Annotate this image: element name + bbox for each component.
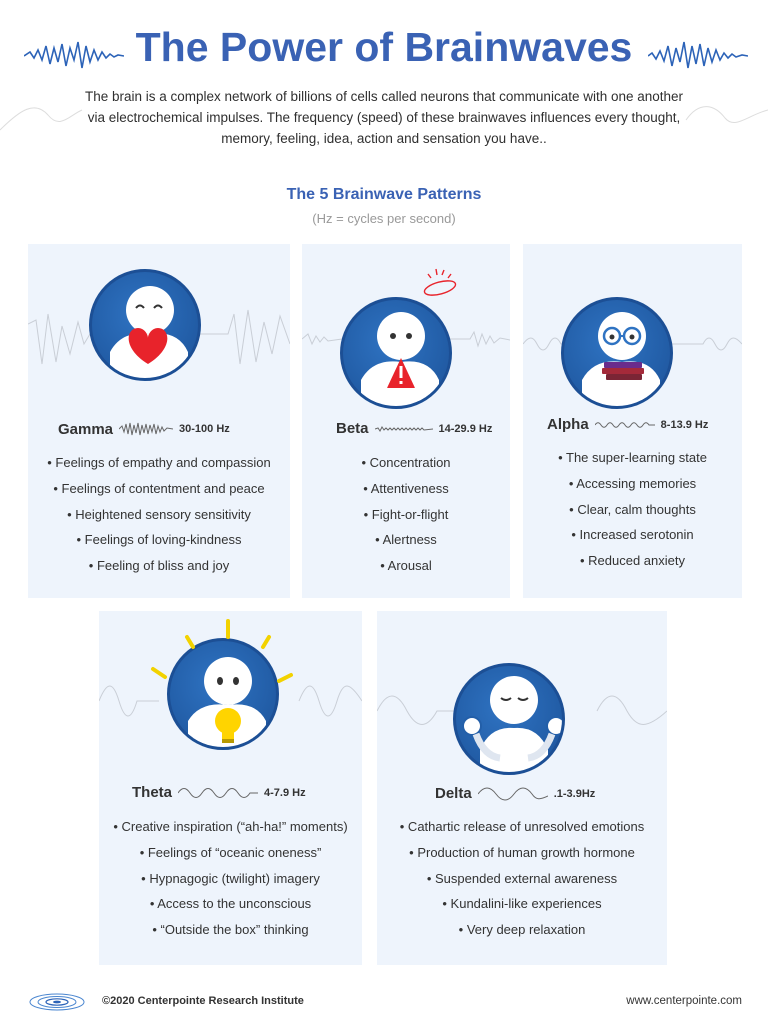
beta-avatar	[340, 297, 452, 409]
theta-frequency: 4-7.9 Hz	[264, 786, 306, 799]
delta-avatar	[453, 663, 565, 775]
list-item: • Production of human growth hormone	[409, 844, 635, 860]
books-glasses-icon	[602, 326, 644, 380]
alpha-bullet-list: • The super-learning state • Accessing m…	[523, 445, 742, 574]
list-item: • Hypnagogic (twilight) imagery	[141, 870, 320, 886]
gamma-name: Gamma	[58, 420, 114, 438]
light-rays-icon	[151, 619, 293, 683]
beta-name: Beta	[336, 420, 369, 437]
beta-header: Beta 14-29.9 Hz	[336, 420, 492, 437]
list-item: • “Outside the box” thinking	[152, 922, 309, 938]
website-link[interactable]: www.centerpointe.com	[626, 995, 742, 1007]
section-subtitle: (Hz = cycles per second)	[312, 211, 456, 226]
ripple-logo-icon	[29, 993, 85, 1011]
intro-paragraph: The brain is a complex network of billio…	[84, 89, 684, 146]
delta-card: Delta .1-3.9Hz • Cathartic release of un…	[377, 611, 667, 965]
theta-bullet-list: • Creative inspiration (“ah-ha!” moments…	[99, 814, 362, 943]
list-item: • Feelings of loving-kindness	[76, 532, 242, 548]
list-item: • Feeling of bliss and joy	[88, 558, 230, 574]
theta-name: Theta	[132, 784, 173, 801]
theta-avatar	[167, 638, 279, 750]
alpha-wave-icon	[594, 421, 655, 428]
gamma-avatar	[89, 269, 201, 381]
gamma-wave-icon	[119, 422, 174, 436]
page-title: The Power of Brainwaves	[135, 24, 633, 70]
list-item: • Arousal	[380, 558, 432, 574]
beta-background-wave	[302, 330, 510, 348]
delta-frequency: .1-3.9Hz	[553, 787, 596, 800]
list-item: • Feelings of “oceanic oneness”	[139, 844, 322, 860]
alert-icon	[387, 358, 415, 388]
theta-card: Theta 4-7.9 Hz • Creative inspiration (“…	[99, 611, 362, 965]
list-item: • Access to the unconscious	[149, 896, 312, 912]
list-item: • Kundalini-like experiences	[442, 896, 602, 912]
gamma-frequency: 30-100 Hz	[179, 423, 230, 435]
list-item: • Fight-or-flight	[363, 506, 449, 522]
alpha-frequency: 8-13.9 Hz	[660, 418, 709, 431]
list-item: • Accessing memories	[568, 475, 697, 491]
delta-wave-icon	[477, 787, 548, 800]
list-item: • The super-learning state	[558, 450, 707, 465]
list-item: • Very deep relaxation	[458, 922, 586, 938]
beta-bullet-list: • Concentration • Attentiveness • Fight-…	[302, 450, 510, 579]
section-title: The 5 Brainwave Patterns	[286, 186, 482, 203]
heart-icon	[128, 328, 168, 364]
alpha-avatar	[561, 297, 673, 409]
gamma-header: Gamma 30-100 Hz	[58, 420, 230, 438]
list-item: • Suspended external awareness	[426, 870, 618, 886]
list-item: • Cathartic release of unresolved emotio…	[399, 819, 645, 834]
list-item: • Feelings of empathy and compassion	[47, 455, 271, 470]
right-brainwave-icon	[648, 41, 748, 69]
beta-card: Beta 14-29.9 Hz • Concentration • Attent…	[302, 244, 510, 598]
list-item: • Attentiveness	[363, 480, 449, 496]
list-item: • Reduced anxiety	[579, 553, 685, 569]
delta-background-wave	[377, 695, 667, 725]
theta-wave-icon	[178, 787, 259, 798]
list-item: • Creative inspiration (“ah-ha!” moments…	[113, 819, 348, 834]
list-item: • Alertness	[375, 532, 437, 548]
alpha-name: Alpha	[547, 416, 589, 433]
theta-header: Theta 4-7.9 Hz	[132, 784, 306, 801]
meditation-icon	[462, 716, 562, 762]
list-item: • Increased serotonin	[571, 527, 694, 543]
alpha-header: Alpha 8-13.9 Hz	[547, 416, 708, 433]
copyright-text: ©2020 Centerpointe Research Institute	[102, 995, 304, 1007]
theta-background-wave	[99, 685, 362, 717]
delta-header: Delta .1-3.9Hz	[435, 785, 595, 802]
beta-wave-icon	[374, 425, 433, 432]
list-item: • Heightened sensory sensitivity	[67, 506, 251, 522]
delta-name: Delta	[435, 785, 472, 802]
left-brainwave-icon	[24, 41, 124, 69]
list-item: • Clear, calm thoughts	[569, 501, 696, 517]
beta-frequency: 14-29.9 Hz	[438, 422, 493, 435]
gamma-card: Gamma 30-100 Hz • Feelings of empathy an…	[28, 244, 290, 598]
gamma-bullet-list: • Feelings of empathy and compassion • F…	[28, 450, 290, 579]
delta-bullet-list: • Cathartic release of unresolved emotio…	[377, 814, 667, 943]
list-item: • Concentration	[361, 455, 451, 470]
list-item: • Feelings of contentment and peace	[53, 480, 265, 496]
alpha-card: Alpha 8-13.9 Hz • The super-learning sta…	[523, 244, 742, 598]
lightbulb-icon	[215, 708, 241, 743]
dizzy-ring-icon	[423, 268, 457, 296]
